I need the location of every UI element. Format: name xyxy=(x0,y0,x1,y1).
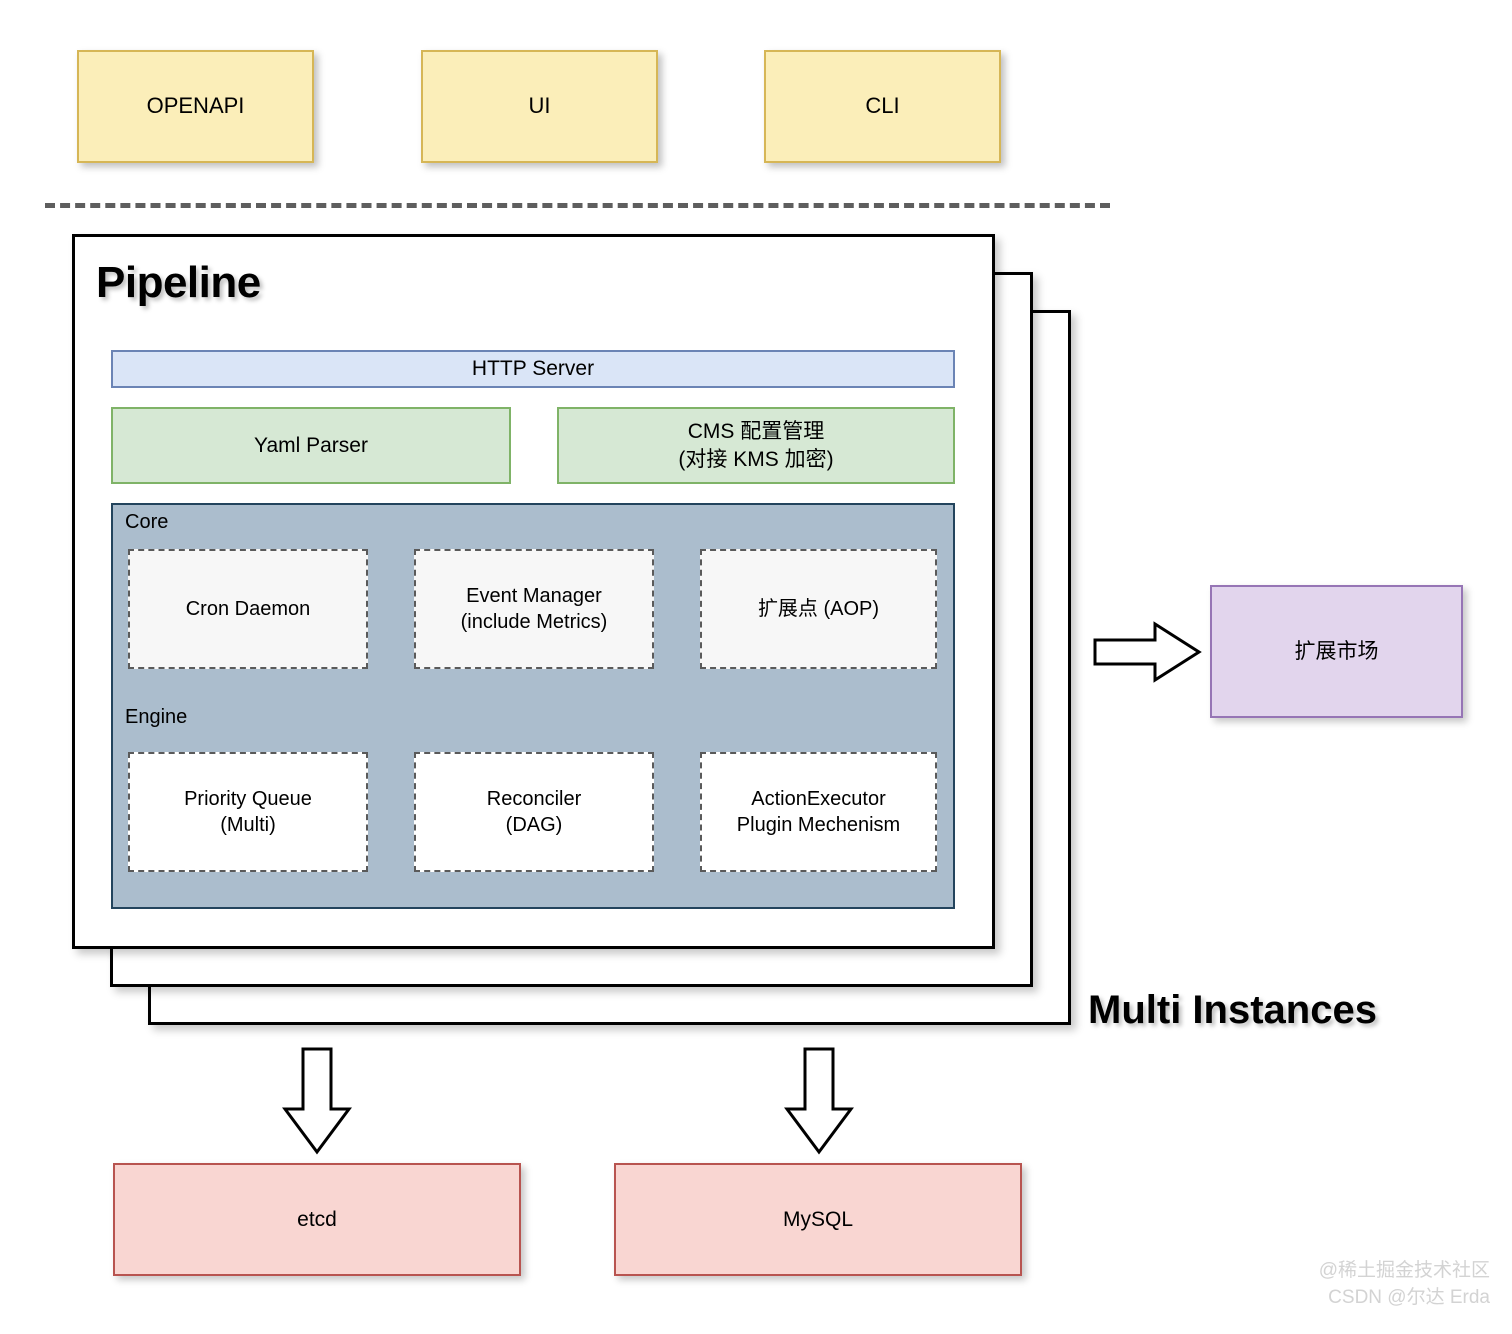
core-item-event-manager-line1: Event Manager xyxy=(466,585,602,607)
extension-market-box[interactable]: 扩展市场 xyxy=(1210,585,1463,718)
client-box-cli-label: CLI xyxy=(865,93,900,119)
core-section-label: Core xyxy=(125,511,169,533)
component-cms-config[interactable]: CMS 配置管理 (对接 KMS 加密) xyxy=(557,407,955,484)
storage-box-etcd-label: etcd xyxy=(297,1207,337,1231)
watermark-line-2: CSDN @尔达 Erda xyxy=(1328,1287,1490,1309)
component-cms-config-line2: (对接 KMS 加密) xyxy=(678,447,834,471)
multi-instances-label: Multi Instances xyxy=(1088,988,1377,1032)
page-title: Pipeline xyxy=(96,258,261,307)
core-item-extension-point-label: 扩展点 (AOP) xyxy=(757,598,880,620)
engine-item-reconciler-line1: Reconciler xyxy=(486,788,582,810)
client-box-openapi-label: OPENAPI xyxy=(146,93,245,119)
storage-box-mysql-label: MySQL xyxy=(782,1207,853,1231)
engine-item-priority-queue-line1: Priority Queue xyxy=(184,788,312,810)
engine-item-reconciler[interactable]: Reconciler (DAG) xyxy=(414,752,654,872)
engine-item-priority-queue-line2: (Multi) xyxy=(220,814,276,836)
engine-item-action-executor-line1: ActionExecutor xyxy=(751,788,886,810)
client-box-ui[interactable]: UI xyxy=(421,50,658,163)
engine-item-action-executor[interactable]: ActionExecutor Plugin Mechenism xyxy=(700,752,937,872)
core-item-event-manager[interactable]: Event Manager (include Metrics) xyxy=(414,549,654,669)
engine-item-priority-queue[interactable]: Priority Queue (Multi) xyxy=(128,752,368,872)
watermark-line-1: @稀土掘金技术社区 xyxy=(1318,1259,1490,1281)
arrow-right-to-market-icon xyxy=(1093,620,1202,684)
storage-box-etcd[interactable]: etcd xyxy=(113,1163,521,1276)
storage-box-mysql[interactable]: MySQL xyxy=(614,1163,1022,1276)
arrow-down-to-etcd-icon xyxy=(281,1047,353,1155)
extension-market-label: 扩展市场 xyxy=(1294,639,1379,663)
component-http-server[interactable]: HTTP Server xyxy=(111,350,955,388)
core-item-cron-daemon-label: Cron Daemon xyxy=(185,598,311,620)
client-box-ui-label: UI xyxy=(528,93,551,119)
component-cms-config-line1: CMS 配置管理 xyxy=(687,420,825,444)
client-box-openapi[interactable]: OPENAPI xyxy=(77,50,314,163)
component-yaml-parser-label: Yaml Parser xyxy=(254,433,368,457)
watermark: @稀土掘金技术社区 CSDN @尔达 Erda xyxy=(1319,1257,1490,1312)
core-item-extension-point[interactable]: 扩展点 (AOP) xyxy=(700,549,937,669)
boundary-divider xyxy=(45,203,1110,208)
core-item-cron-daemon[interactable]: Cron Daemon xyxy=(128,549,368,669)
engine-item-reconciler-line2: (DAG) xyxy=(505,814,563,836)
component-http-server-label: HTTP Server xyxy=(471,357,595,381)
engine-item-action-executor-line2: Plugin Mechenism xyxy=(736,814,901,836)
arrow-down-to-mysql-icon xyxy=(783,1047,855,1155)
component-yaml-parser[interactable]: Yaml Parser xyxy=(111,407,511,484)
engine-section-label: Engine xyxy=(125,706,188,728)
client-box-cli[interactable]: CLI xyxy=(764,50,1001,163)
core-item-event-manager-line2: (include Metrics) xyxy=(460,611,608,633)
